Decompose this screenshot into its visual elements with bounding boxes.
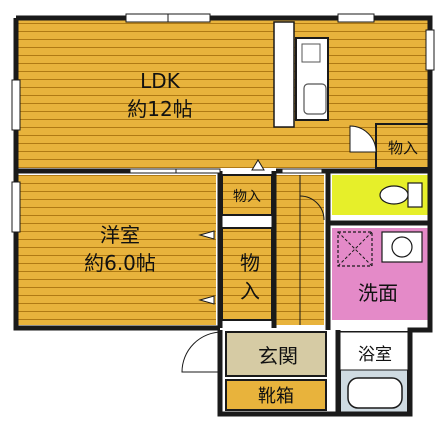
- storage-middle: 物入: [221, 174, 273, 216]
- storage-tall-label-bottom: 入: [240, 279, 260, 303]
- storage-right: 物入: [375, 123, 431, 169]
- western-room-size-label: 約6.0帖: [84, 251, 156, 275]
- ldk-size-label: 約12帖: [127, 97, 192, 121]
- ldk-room: LDK 約12帖: [18, 20, 430, 168]
- toilet-icon: [379, 182, 423, 208]
- toilet-room: [332, 175, 428, 215]
- western-room-label: 洋室: [100, 223, 140, 247]
- bathroom: 浴室: [339, 331, 409, 415]
- shoe-box-label: 靴箱: [258, 386, 294, 407]
- entrance: 玄関: [225, 331, 327, 377]
- hallway: [276, 175, 325, 325]
- washing-machine-icon: [337, 231, 373, 267]
- kitchen-sink-icon: [295, 37, 329, 121]
- storage-tall: 物 入: [221, 227, 273, 321]
- shoe-box: 靴箱: [225, 379, 327, 411]
- washroom: 洗面: [332, 228, 428, 320]
- bathroom-label: 浴室: [358, 345, 392, 365]
- window-icon: [11, 13, 435, 233]
- door-swing-icon: [181, 331, 223, 373]
- storage-right-label: 物入: [388, 139, 418, 157]
- sliding-door-marks: [129, 159, 323, 305]
- washroom-label: 洗面: [358, 281, 398, 305]
- bathtub-icon: [347, 377, 403, 409]
- western-room: 洋室 約6.0帖: [18, 175, 216, 325]
- washbasin-icon: [381, 231, 423, 263]
- door-swing-icon: [349, 125, 377, 153]
- entrance-label: 玄関: [258, 344, 298, 368]
- storage-tall-label-top: 物: [240, 251, 260, 275]
- storage-middle-label: 物入: [233, 189, 261, 205]
- ldk-label: LDK: [140, 69, 181, 93]
